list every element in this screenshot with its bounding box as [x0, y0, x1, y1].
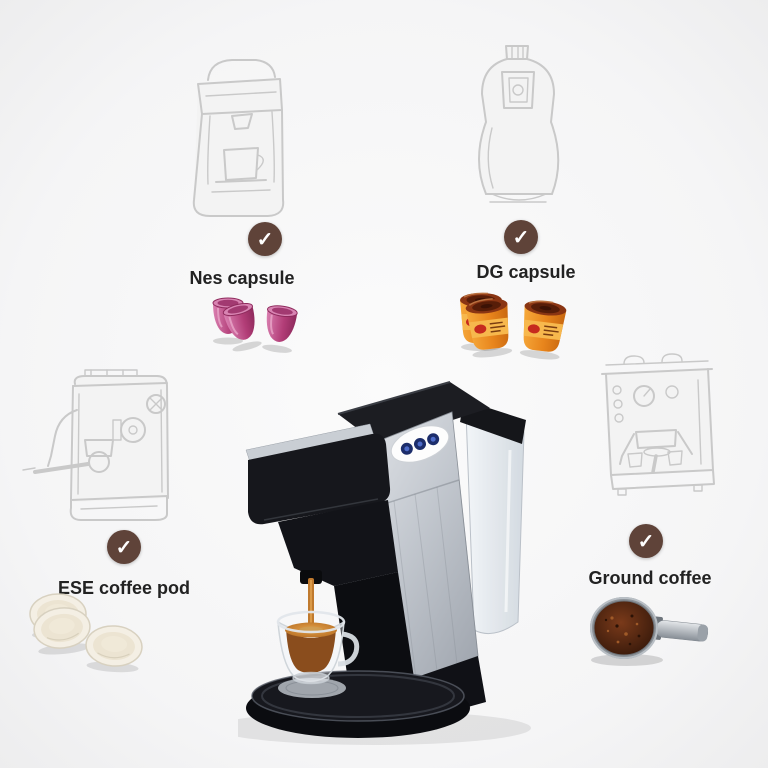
nes-capsule-label: Nes capsule [189, 268, 295, 288]
ground-coffee-machine-sketch [601, 353, 715, 496]
ese-pods-image [29, 593, 145, 675]
coffee-machine-product [238, 381, 531, 745]
machine-top-lid [337, 381, 490, 444]
ground-coffee-portafilter-image [590, 597, 709, 666]
portafilter-handle [650, 616, 709, 642]
checkmark-icon: ✓ [512, 226, 530, 249]
ese-check-badge: ✓ [107, 530, 141, 564]
dg-capsule-label: DG capsule [476, 262, 576, 282]
nes-check-badge: ✓ [248, 222, 282, 256]
dg-check-badge: ✓ [504, 220, 538, 254]
checkmark-icon: ✓ [115, 536, 133, 559]
ese-machine-sketch [22, 369, 169, 521]
ese-coffee-pod-label: ESE coffee pod [57, 578, 191, 598]
capsule-arm [245, 423, 391, 525]
ground-coffee-label: Ground coffee [588, 568, 712, 588]
dg-capsules-image [460, 292, 568, 363]
three-dot-logo-badge [390, 425, 450, 463]
ground-check-badge: ✓ [629, 524, 663, 558]
nes-machine-sketch [192, 59, 285, 217]
nes-capsules-image [212, 297, 299, 356]
drip-base [246, 670, 470, 738]
dg-machine-sketch [478, 45, 560, 203]
checkmark-icon: ✓ [637, 530, 655, 553]
checkmark-icon: ✓ [256, 228, 274, 251]
espresso-cup [276, 578, 360, 685]
